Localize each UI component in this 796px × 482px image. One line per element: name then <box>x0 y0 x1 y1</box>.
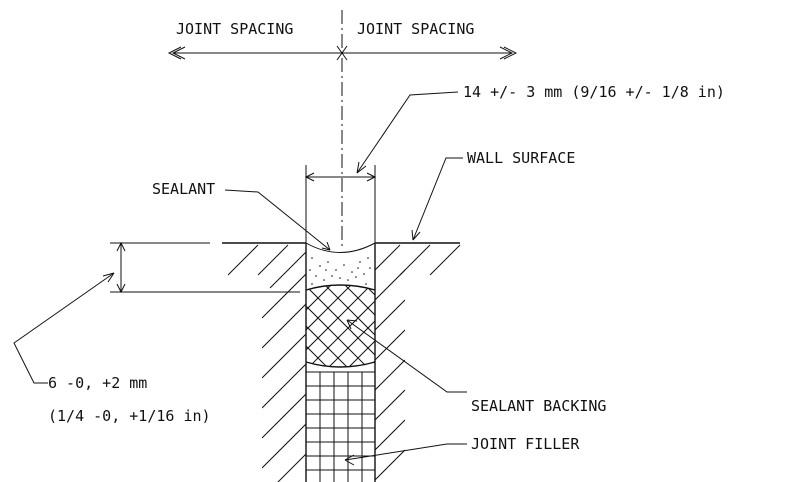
right-surface-hatch <box>399 244 461 276</box>
wall-surface-leader <box>412 157 463 241</box>
depth-in-label: (1/4 -0, +1/16 in) <box>48 407 211 425</box>
left-wall-hatch <box>262 251 306 482</box>
arrow-up-icon <box>116 241 126 252</box>
depth-leader <box>13 272 115 384</box>
arrow-icon <box>366 172 377 182</box>
joint-filler-label: JOINT FILLER <box>471 435 580 453</box>
sealant-depth-dimension <box>13 241 300 384</box>
arrow-down-icon <box>116 283 126 294</box>
joint-width-label: 14 +/- 3 mm (9/16 +/- 1/8 in) <box>463 83 725 101</box>
joint-width-dimension <box>304 91 459 243</box>
arrow-left-icon <box>167 46 186 60</box>
sealant-backing-label: SEALANT BACKING <box>471 397 606 415</box>
joint-spacing-left-label: JOINT SPACING <box>176 20 293 38</box>
sealant-material <box>305 242 376 285</box>
joint-spacing-right-label: JOINT SPACING <box>357 20 474 38</box>
sealant-label: SEALANT <box>152 180 215 198</box>
right-wall-hatch <box>375 244 405 481</box>
left-surface-hatch <box>227 244 289 276</box>
depth-mm-label: 6 -0, +2 mm <box>48 374 147 392</box>
arrow-right-icon <box>499 46 518 60</box>
arrow-icon <box>304 172 315 182</box>
joint-filler-material <box>306 371 375 482</box>
sealant-backing-material <box>305 284 376 368</box>
wall-surface-label: WALL SURFACE <box>467 149 575 167</box>
joint-width-leader <box>356 91 459 174</box>
sealant-backing-leader <box>346 319 467 393</box>
sealant-leader <box>224 189 331 251</box>
joint-filler-leader <box>344 443 467 461</box>
